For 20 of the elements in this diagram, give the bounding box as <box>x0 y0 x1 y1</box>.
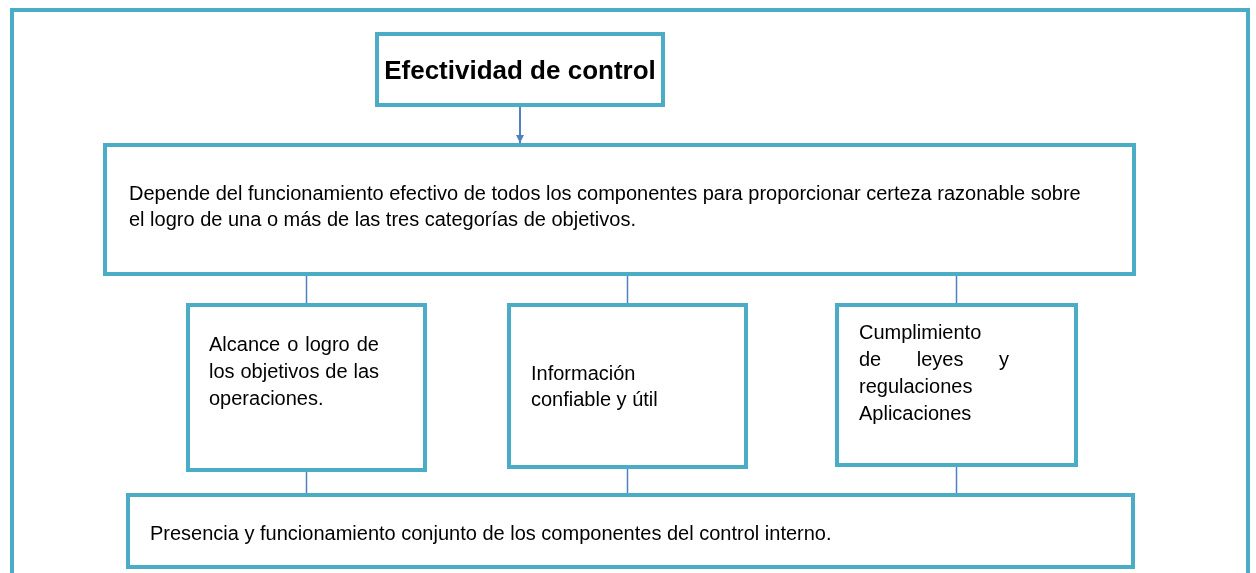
connector-line <box>305 275 308 304</box>
text-box <box>375 32 665 107</box>
text-box <box>835 303 1078 467</box>
box-text: Cumplimiento de leyes y regulaciones Aplicaciones <box>859 320 1009 426</box>
connector-line <box>626 275 629 304</box>
box-text: Información confiable y útil <box>531 361 659 412</box>
title-text: Efectividad de control <box>383 53 657 87</box>
frame-box <box>10 8 1250 573</box>
text-box <box>126 493 1135 569</box>
text-box <box>103 143 1136 276</box>
text-box <box>507 303 748 469</box>
box-text: Presencia y funcionamiento conjunto de los componentes del control interno. <box>150 521 833 546</box>
connector-line <box>626 468 629 494</box>
connector-line <box>955 466 958 494</box>
connector-line <box>305 471 308 494</box>
box-text: Alcance o logro de los objetivos de las operaciones. <box>209 332 379 411</box>
box-text: Depende del funcionamiento efectivo de todos los componentes para proporcionar certeza razonable sobre el logro de una o más de las tres categorías de objetivos. <box>129 181 1082 232</box>
text-box <box>186 303 427 472</box>
arrow <box>516 106 524 144</box>
connector-line <box>955 275 958 304</box>
